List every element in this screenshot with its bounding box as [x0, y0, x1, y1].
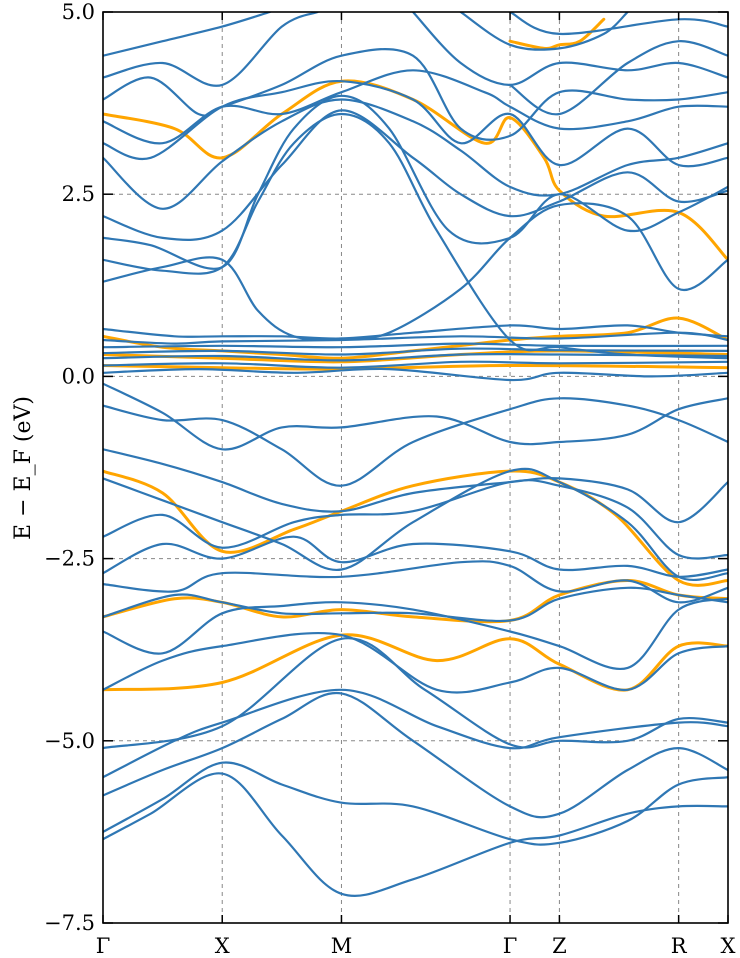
band-line-blue — [103, 347, 728, 356]
band-line-blue — [103, 94, 728, 270]
x-tick-label: Γ — [503, 934, 518, 958]
band-line-blue — [103, 637, 728, 750]
band-line-blue — [103, 586, 728, 623]
x-tick-label: M — [331, 934, 353, 958]
band-line-blue — [103, 597, 728, 671]
plot-background — [103, 12, 728, 923]
y-tick-label: −2.5 — [44, 547, 95, 571]
band-line-blue — [103, 360, 728, 369]
band-line-blue — [103, 467, 728, 582]
band-line-blue — [103, 109, 728, 242]
band-lines — [103, 12, 728, 897]
x-tick-label: R — [671, 934, 688, 958]
band-line-orange — [103, 633, 728, 692]
band-line-orange — [103, 79, 728, 262]
band-line-blue — [103, 202, 728, 341]
x-tick-label: X — [215, 934, 230, 958]
y-tick-label: 5.0 — [62, 0, 95, 24]
axis-ticks: Γ X M Γ Z R X −7.5 −5.0 −2.5 0.0 2.5 5.0 — [44, 0, 736, 958]
band-line-blue — [103, 324, 728, 340]
x-tick-label: Γ — [96, 934, 111, 958]
y-axis-label: E − E_F (eV) — [11, 396, 36, 540]
plot-frame — [102, 11, 729, 924]
x-tick-label: X — [721, 934, 736, 958]
band-line-blue — [103, 560, 728, 604]
band-line-blue — [103, 535, 728, 578]
band-line-blue — [411, 12, 728, 86]
band-line-blue — [103, 761, 728, 846]
band-line-blue — [103, 448, 728, 524]
band-line-blue — [103, 331, 728, 345]
y-tick-label: 2.5 — [62, 182, 95, 206]
y-tick-label: −5.0 — [44, 729, 95, 753]
band-line-blue — [103, 772, 728, 897]
band-line-orange — [103, 469, 728, 587]
band-line-blue — [103, 631, 728, 694]
band-line-blue — [103, 397, 728, 487]
band-line-orange — [508, 17, 606, 50]
x-tick-label: Z — [552, 934, 567, 958]
band-line-blue — [103, 352, 728, 362]
band-line-blue — [508, 12, 728, 36]
band-line-blue — [103, 691, 728, 819]
band-line-blue — [508, 40, 728, 116]
band-line-blue — [103, 688, 728, 779]
band-line-blue — [103, 12, 319, 87]
band-line-blue — [103, 48, 728, 141]
band-line-blue — [103, 342, 728, 349]
band-line-blue — [103, 98, 728, 210]
y-tick-label: −7.5 — [44, 911, 95, 935]
band-line-blue — [103, 12, 271, 57]
y-tick-label: 0.0 — [62, 364, 95, 388]
band-line-blue — [103, 479, 728, 560]
band-line-blue — [103, 367, 728, 382]
band-line-blue — [103, 382, 728, 451]
